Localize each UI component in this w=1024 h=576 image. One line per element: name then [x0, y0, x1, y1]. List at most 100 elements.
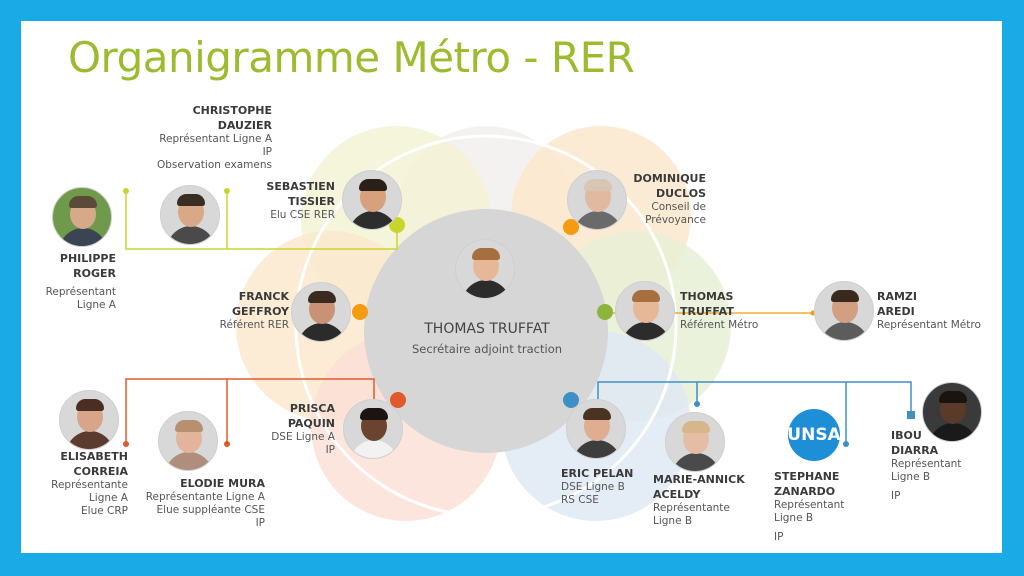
person-ramzi: RAMZI AREDI Représentant Métro [877, 289, 981, 332]
dot [843, 441, 849, 447]
person-role: RS CSE [561, 494, 599, 506]
dot [224, 441, 230, 447]
avatar-ramzi [814, 281, 874, 341]
avatar-franck [291, 282, 351, 342]
person-role: DSE Ligne B [561, 481, 625, 493]
person-name: DOMINIQUE [633, 172, 706, 185]
person-name: ZANARDO [774, 485, 836, 498]
person-name: RAMZI [877, 290, 917, 303]
person-elodie: ELODIE MURA Représentante Ligne A Elue s… [146, 476, 265, 530]
person-ibou: IBOU DIARRA Représentant Ligne B IP [891, 428, 961, 503]
person-role: Représentant Ligne A [159, 133, 272, 145]
person-eric: ERIC PELAN DSE Ligne B RS CSE [561, 466, 633, 507]
person-role: Représentante [51, 479, 128, 491]
person-role: Représentante Ligne A [145, 491, 265, 503]
person-role: Ligne B [653, 515, 693, 527]
connector-blue [597, 381, 912, 415]
dot [224, 188, 230, 194]
person-role: Représentant [45, 286, 116, 298]
person-name: AREDI [877, 305, 915, 318]
unsa-logo: UNSA [787, 409, 841, 461]
person-role: Représentant [774, 499, 845, 511]
marker-blue [563, 392, 579, 408]
avatar-thomas-center [455, 239, 515, 299]
avatar-christophe [160, 185, 220, 245]
dot [907, 411, 915, 419]
person-role: Elu CSE RER [270, 209, 335, 221]
avatar-thomas-right [615, 281, 675, 341]
person-franck: FRANCK GEFFROY Référent RER [220, 289, 289, 332]
person-stephane: STEPHANE ZANARDO Représentant Ligne B IP [774, 469, 844, 544]
person-role: DSE Ligne A [271, 431, 335, 443]
person-name: PHILIPPE [59, 252, 116, 265]
person-christophe: CHRISTOPHE DAUZIER Représentant Ligne A … [157, 103, 272, 172]
person-role: Ligne A [88, 492, 128, 504]
person-name: TRUFFAT [680, 305, 734, 318]
page-title: Organigramme Métro - RER [68, 33, 635, 82]
person-elisabeth: ELISABETH CORREIA Représentante Ligne A … [51, 449, 128, 518]
person-role: Représentant Métro [877, 319, 981, 331]
dot [694, 401, 700, 407]
avatar-elisabeth [59, 390, 119, 450]
person-marie: MARIE-ANNICK ACELDY Représentante Ligne … [653, 472, 745, 528]
avatar-eric [566, 399, 626, 459]
center-name: THOMAS TRUFFAT [424, 321, 550, 337]
person-name: STEPHANE [774, 470, 840, 483]
person-name: ERIC PELAN [561, 467, 634, 480]
person-name: GEFFROY [232, 305, 289, 318]
person-role: Elue suppléante CSE [156, 504, 265, 516]
person-name: DAUZIER [217, 119, 272, 132]
dot [123, 188, 129, 194]
avatar-ibou [922, 382, 982, 442]
connector-yellow [125, 191, 398, 250]
marker-orange-left [352, 304, 368, 320]
person-name: ELISABETH [60, 450, 128, 463]
person-name: FRANCK [238, 290, 289, 303]
person-role: Ligne B [891, 471, 931, 483]
center-role: Secrétaire adjoint traction [411, 342, 563, 356]
avatar-philippe [52, 187, 112, 247]
person-name: THOMAS [680, 290, 734, 303]
person-role: IP [891, 490, 901, 502]
person-name: CORREIA [73, 465, 128, 478]
person-philippe: PHILIPPE ROGER Représentant Ligne A [46, 251, 116, 312]
marker-orange-top [563, 219, 579, 235]
person-dominique: DOMINIQUE DUCLOS Conseil de Prévoyance [633, 171, 706, 227]
person-name: PAQUIN [287, 417, 335, 430]
marker-red [390, 392, 406, 408]
person-role: Représentant [891, 458, 962, 470]
avatar-elodie [158, 411, 218, 471]
person-name: IBOU [891, 429, 922, 442]
avatar-prisca [343, 399, 403, 459]
person-role: Référent RER [219, 319, 289, 331]
slide: Organigramme Métro - RER [21, 21, 1002, 553]
avatar-dominique [567, 170, 627, 230]
person-role: IP [262, 146, 272, 158]
marker-green [597, 304, 613, 320]
person-name: ELODIE MURA [180, 477, 265, 490]
diagram-canvas [123, 126, 915, 521]
avatar-sebastien [342, 170, 402, 230]
person-name: MARIE-ANNICK [653, 473, 745, 486]
person-role: Conseil de [651, 201, 706, 213]
person-role: IP [325, 444, 335, 456]
person-role: Prévoyance [645, 214, 706, 226]
person-role: Observation examens [156, 159, 272, 171]
person-role: Représentante [653, 502, 730, 514]
person-prisca: PRISCA PAQUIN DSE Ligne A IP [271, 401, 335, 457]
avatar-marie [665, 412, 725, 472]
person-name: ROGER [73, 267, 116, 280]
person-name: SEBASTIEN [266, 180, 335, 193]
connector-red [125, 378, 375, 444]
person-name: ACELDY [653, 488, 701, 501]
person-name: DIARRA [891, 444, 939, 457]
person-name: TISSIER [287, 195, 335, 208]
dot [123, 441, 129, 447]
person-sebastien: SEBASTIEN TISSIER Elu CSE RER [266, 179, 335, 222]
person-role: Référent Métro [680, 319, 759, 331]
person-role: IP [774, 531, 784, 543]
person-name: PRISCA [289, 402, 335, 415]
center-circle [364, 209, 608, 453]
person-thomas-right: THOMAS TRUFFAT Référent Métro [680, 289, 758, 332]
person-role: Ligne A [76, 299, 116, 311]
